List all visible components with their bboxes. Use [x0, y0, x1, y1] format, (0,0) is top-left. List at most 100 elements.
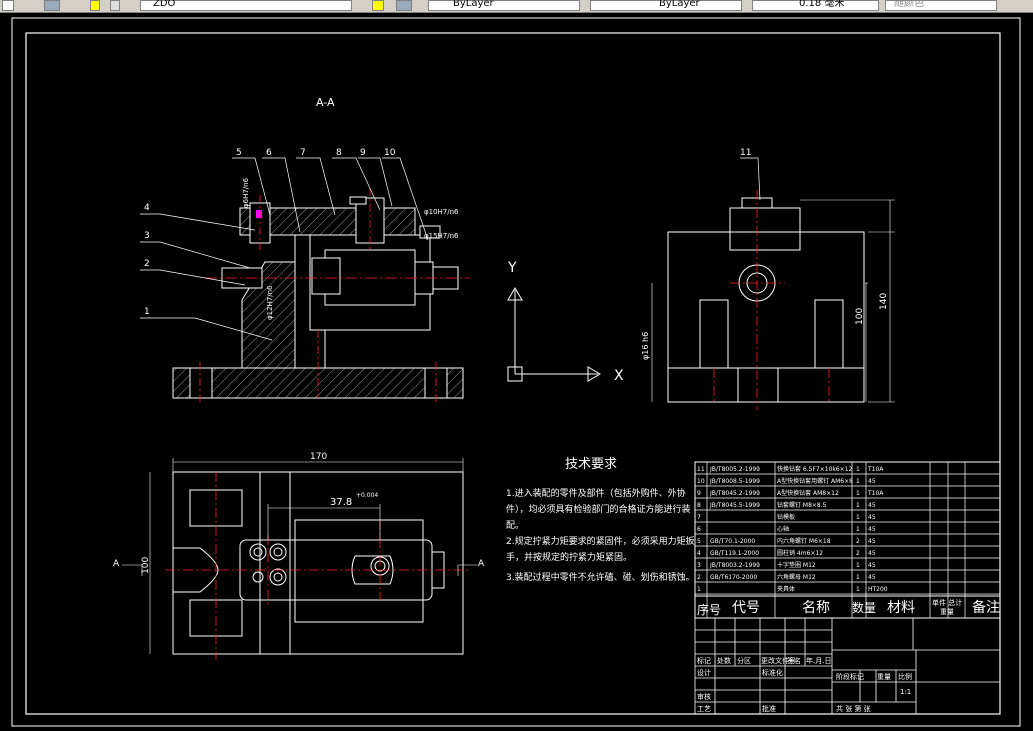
bom-cell: 十字垫圈 M12 — [777, 561, 816, 569]
front-section-view: A-A — [140, 96, 761, 405]
bom-cell: 夹具体 — [777, 585, 795, 593]
layer-value: ZDO — [153, 0, 176, 9]
dim-140-side: 140 — [879, 293, 889, 310]
plotstyle-dropdown[interactable]: 随颜色 — [885, 0, 997, 11]
balloon-7: 7 — [300, 148, 306, 158]
balloon-2: 2 — [144, 259, 150, 269]
bom-cell: 1 — [856, 586, 860, 593]
bom-cell: 六角螺母 M12 — [777, 573, 816, 581]
tb-weight: 重量 — [877, 673, 891, 681]
lineweight-dropdown[interactable]: 0.18 毫米 — [752, 0, 879, 11]
bom-h-remark: 备注 — [972, 599, 1000, 616]
fit-label-2: φ15H7/n6 — [424, 232, 459, 240]
tb-sheets: 共 张 第 张 — [836, 704, 871, 713]
toolbar: ZDO ByLayer ByLayer 0.18 毫米 随颜色 — [0, 0, 1033, 13]
lock-icon[interactable] — [110, 0, 120, 11]
bom-cell: 内六角螺钉 M6×18 — [777, 537, 831, 545]
bom-cell: 9 — [697, 490, 701, 497]
top-view — [172, 471, 464, 655]
section-mark-left: A — [113, 559, 120, 569]
bom-h-name: 名称 — [802, 600, 830, 616]
bom-cell: 45 — [868, 574, 876, 581]
tb-count: 处数 — [717, 656, 731, 665]
bom-cell: 6 — [697, 526, 701, 533]
layer-state-icon[interactable] — [44, 0, 60, 11]
tb-process: 工艺 — [697, 705, 711, 713]
bom-cell: T10A — [867, 490, 884, 497]
bom-cell: 1 — [856, 478, 860, 485]
bom-cell: 10 — [697, 478, 705, 485]
bom-cell: 1 — [856, 562, 860, 569]
bulb-icon[interactable] — [90, 0, 100, 11]
bom-cell: 1 — [856, 490, 860, 497]
tech-title: 技术要求 — [565, 457, 617, 472]
bom-cell: GB/T6170-2000 — [710, 574, 757, 581]
tb-zone: 分区 — [737, 656, 751, 665]
tb-standard: 标准化 — [762, 668, 783, 677]
bom-h-weight2: 重量 — [940, 608, 954, 616]
bom-h-no: 序号 — [697, 602, 721, 617]
make-current-icon[interactable] — [372, 0, 384, 11]
dim-fit-side: φ16 h6 — [641, 332, 650, 360]
title-block-lines — [694, 617, 1001, 715]
layer-dropdown[interactable]: ZDO — [140, 0, 352, 11]
bom-cell: 1 — [856, 526, 860, 533]
bom-cell: 快换钻套 6.5F7×10k6×12 — [777, 465, 853, 473]
bushing-screw-head — [349, 196, 367, 205]
fit-label-left: φ6H7/n6 — [242, 177, 250, 208]
dim-170: 170 — [310, 452, 327, 462]
balloon-labels: 1 2 3 4 5 6 7 8 9 10 11 — [144, 148, 751, 317]
ucs-y-label: Y — [507, 260, 517, 276]
tb-design: 设计 — [697, 668, 711, 677]
balloon-10: 10 — [384, 148, 396, 158]
side-dimensions — [651, 199, 895, 403]
bom-cell: 2 — [856, 538, 860, 545]
tb-review: 审核 — [697, 692, 711, 701]
tech-line-4: 2.规定拧紧力矩要求的紧固件，必须采用力矩扳 — [506, 535, 695, 547]
drawing-canvas[interactable]: A-A — [0, 13, 1033, 731]
bom-h-code: 代号 — [732, 600, 760, 616]
app-icon[interactable] — [2, 0, 14, 11]
bom-header: 序号 代号 名称 数量 材料 单件 总计 重量 备注 — [697, 598, 1000, 617]
bom-cell: 45 — [868, 550, 876, 557]
color-dropdown[interactable]: ByLayer — [428, 0, 580, 11]
bom-cell: T10A — [867, 466, 884, 473]
bom-cell: A型快换钻套用螺钉 AM6×8 — [777, 477, 853, 485]
balloon-8: 8 — [336, 148, 342, 158]
bom-cell: HT200 — [868, 586, 888, 593]
top-dimensions — [122, 458, 478, 654]
outer-border — [11, 17, 1021, 727]
bom-cell: 钻套螺钉 M8×8.5 — [777, 501, 827, 509]
tb-sign: 签名 — [787, 656, 801, 665]
bom-cell: 11 — [697, 466, 705, 473]
bom-cell: JB/T8045.2-1999 — [709, 490, 760, 497]
bom-cell: 1 — [697, 586, 701, 593]
top-centerlines — [165, 472, 470, 660]
dim-37-tol: +0.004 — [356, 492, 378, 499]
bom-cell: 3 — [697, 562, 701, 569]
color-value: ByLayer — [453, 0, 494, 9]
bom-cell: 45 — [868, 514, 876, 521]
bom-cell: 1 — [856, 466, 860, 473]
tech-line-2: 件），均必须具有检验部门的合格证方能进行装 — [506, 503, 691, 515]
balloon-3: 3 — [144, 231, 150, 241]
bom-cell: 1 — [856, 502, 860, 509]
dim-100-side: 100 — [855, 308, 865, 325]
bom-h-weight: 单件 总计 — [932, 598, 962, 607]
bom-cell: JB/T8008.5-1999 — [709, 478, 760, 485]
bom-cell: JB/T8003.2-1999 — [709, 562, 760, 569]
layer-previous-icon[interactable] — [396, 0, 412, 11]
support-block — [419, 225, 441, 239]
linetype-dropdown[interactable]: ByLayer — [590, 0, 742, 11]
tech-line-3: 配。 — [506, 520, 524, 531]
tb-ratio: 比例 — [898, 672, 912, 681]
tech-line-5: 手，并按规定的拧紧力矩紧固。 — [506, 551, 632, 563]
bom-cell: GB/T119.1-2000 — [710, 550, 759, 557]
balloon-9: 9 — [360, 148, 366, 158]
leader-lines — [140, 157, 761, 341]
balloon-11: 11 — [740, 148, 751, 158]
base-slot-left — [189, 367, 213, 399]
side-view — [667, 197, 865, 403]
bom-h-material: 材料 — [887, 600, 915, 616]
